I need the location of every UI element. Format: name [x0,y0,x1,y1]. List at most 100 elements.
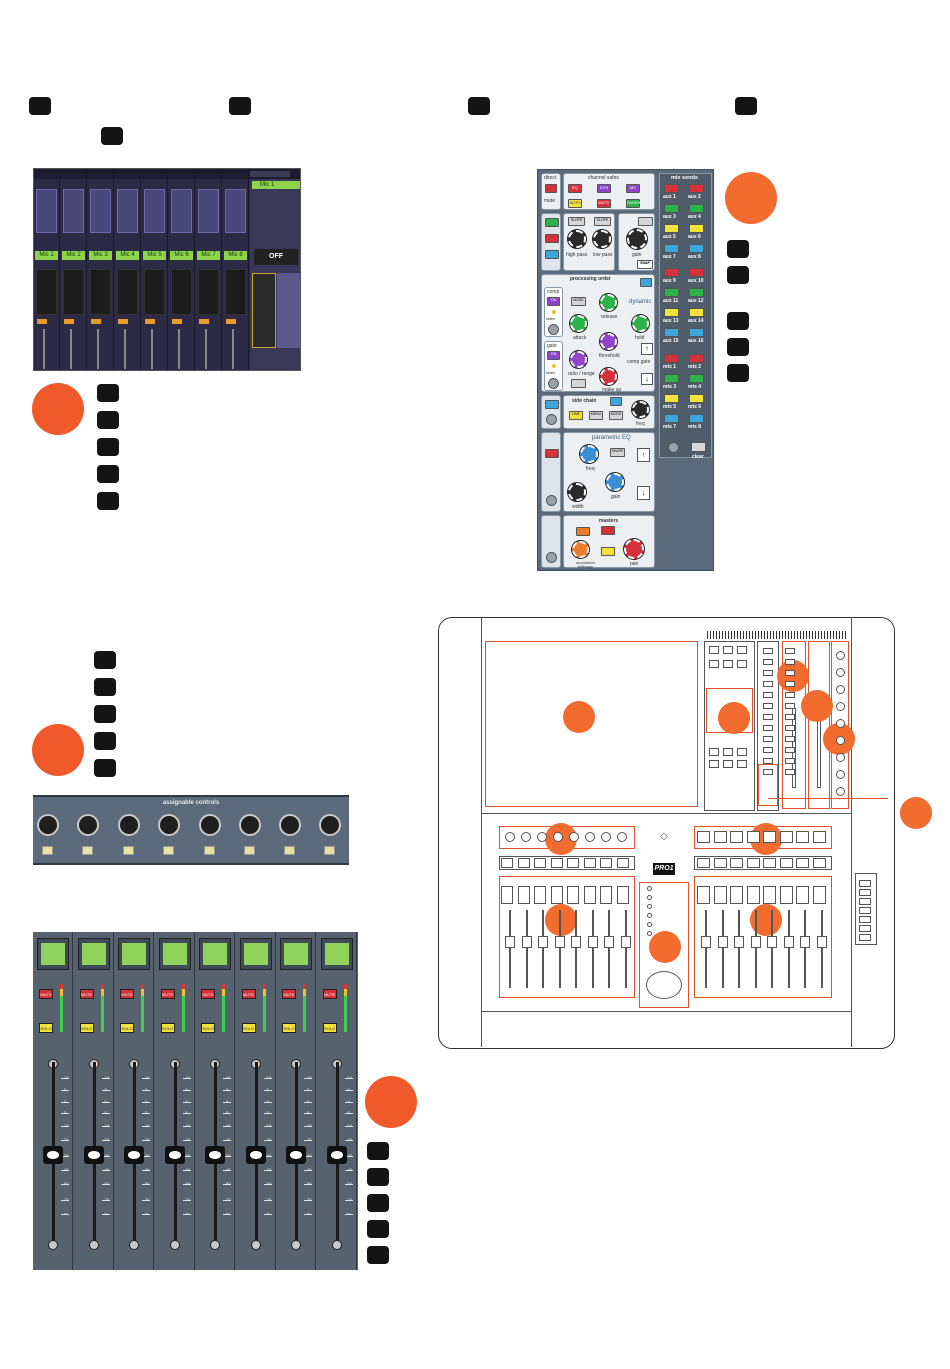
console-led[interactable] [647,913,652,918]
fader-cap[interactable] [124,1146,144,1164]
console-button[interactable] [812,831,826,843]
console-fader-cap[interactable] [800,936,810,948]
console-button[interactable] [697,858,710,868]
attack-knob[interactable] [570,315,587,332]
console-button[interactable] [517,886,530,904]
console-knob[interactable] [569,832,579,842]
lpf-slope-button[interactable]: SLOPE [594,217,611,226]
mute-button[interactable]: MUTE [79,989,94,999]
console-button[interactable] [713,858,727,868]
console-fader-cap[interactable] [521,936,532,948]
assignable-button[interactable] [123,846,134,855]
comp-select-button[interactable] [548,324,559,335]
solo-button[interactable]: SOLO [282,1023,296,1033]
safe-fader-button[interactable]: FADER [626,199,640,208]
send-button[interactable] [689,328,704,337]
eq-gain-knob[interactable] [606,473,624,491]
eq-shape-button[interactable]: SHAPE [610,448,625,457]
console-fader-cap[interactable] [587,936,598,948]
console-button[interactable] [785,670,795,676]
send-button[interactable] [689,308,704,317]
console-button[interactable] [534,886,546,904]
console-button[interactable] [616,886,629,904]
console-button[interactable] [796,858,809,868]
console-knob[interactable] [836,685,845,694]
ratio-range-knob[interactable] [570,351,587,368]
console-fader-track[interactable] [558,910,561,988]
console-button[interactable] [709,748,719,756]
solo-button[interactable]: SOLO [201,1023,215,1033]
console-button[interactable] [763,736,773,742]
send-button[interactable] [689,184,704,193]
send-button[interactable] [689,204,704,213]
comp-on-button[interactable]: ON [547,297,560,306]
console-button[interactable] [812,886,826,904]
console-fader-track[interactable] [542,910,544,988]
console-button[interactable] [616,858,629,868]
fader-cap[interactable] [205,1146,225,1164]
console-led[interactable] [647,931,652,936]
send-button[interactable] [664,204,679,213]
console-button[interactable] [763,758,773,764]
sends-select-button[interactable] [668,442,679,453]
console-button[interactable] [763,659,773,665]
console-button[interactable] [859,889,871,896]
fader-cap[interactable] [326,1146,347,1164]
console-fader-track[interactable] [738,910,740,988]
console-led[interactable] [647,922,652,927]
console-button[interactable] [763,714,773,720]
console-fader-cap[interactable] [538,936,548,948]
console-button[interactable] [746,858,760,868]
console-fader-track[interactable] [804,910,806,988]
eq-freq-knob[interactable] [580,445,598,463]
assignable-button[interactable] [204,846,215,855]
side-chain-link-button[interactable]: LINK [569,411,583,420]
console-fader-track[interactable] [608,910,610,988]
mute-button[interactable]: MUTE [282,989,296,999]
console-knob[interactable] [836,651,845,660]
send-button[interactable] [664,374,679,383]
safe-auto-button[interactable]: AUTO [568,199,582,208]
console-fader-track[interactable] [771,910,773,988]
console-fader-track[interactable] [591,910,594,988]
fader-cap[interactable] [83,1146,104,1164]
mute-button[interactable]: MUTE [160,989,175,999]
mute-button[interactable]: MUTE [39,989,53,999]
console-button[interactable] [763,670,773,676]
threshold-knob[interactable] [600,333,617,350]
send-button[interactable] [664,308,679,317]
console-button[interactable] [709,646,719,654]
assignable-knob[interactable] [199,814,221,836]
console-fader-track[interactable] [754,910,757,988]
send-button[interactable] [689,374,704,383]
console-button[interactable] [583,886,596,904]
console-button[interactable] [785,648,795,654]
console-fader-cap[interactable] [620,936,631,948]
fader-cap[interactable] [286,1146,306,1164]
console-button[interactable] [779,831,793,843]
solo-button[interactable]: SOLO [160,1023,175,1033]
console-knob[interactable] [836,719,845,728]
console-button[interactable] [779,858,793,868]
console-knob[interactable] [505,832,515,842]
mono-stereo-knob[interactable] [572,541,589,558]
assignable-button[interactable] [42,846,53,855]
console-button[interactable] [859,925,871,932]
console-fader-track[interactable] [624,910,627,988]
console-button[interactable] [859,898,871,905]
console-button[interactable] [763,692,773,698]
console-button[interactable] [763,725,773,731]
jog-wheel-icon[interactable] [646,971,682,999]
console-button[interactable] [785,747,795,753]
assignable-knob[interactable] [279,814,301,836]
console-button[interactable] [709,760,719,768]
console-button[interactable] [730,831,743,843]
assignable-knob[interactable] [158,814,180,836]
console-button[interactable] [796,831,809,843]
console-button[interactable] [709,660,719,668]
send-button[interactable] [664,414,679,423]
console-button[interactable] [723,748,733,756]
gate-select-button[interactable] [548,378,559,389]
console-button[interactable] [746,831,760,843]
console-button[interactable] [785,758,795,764]
